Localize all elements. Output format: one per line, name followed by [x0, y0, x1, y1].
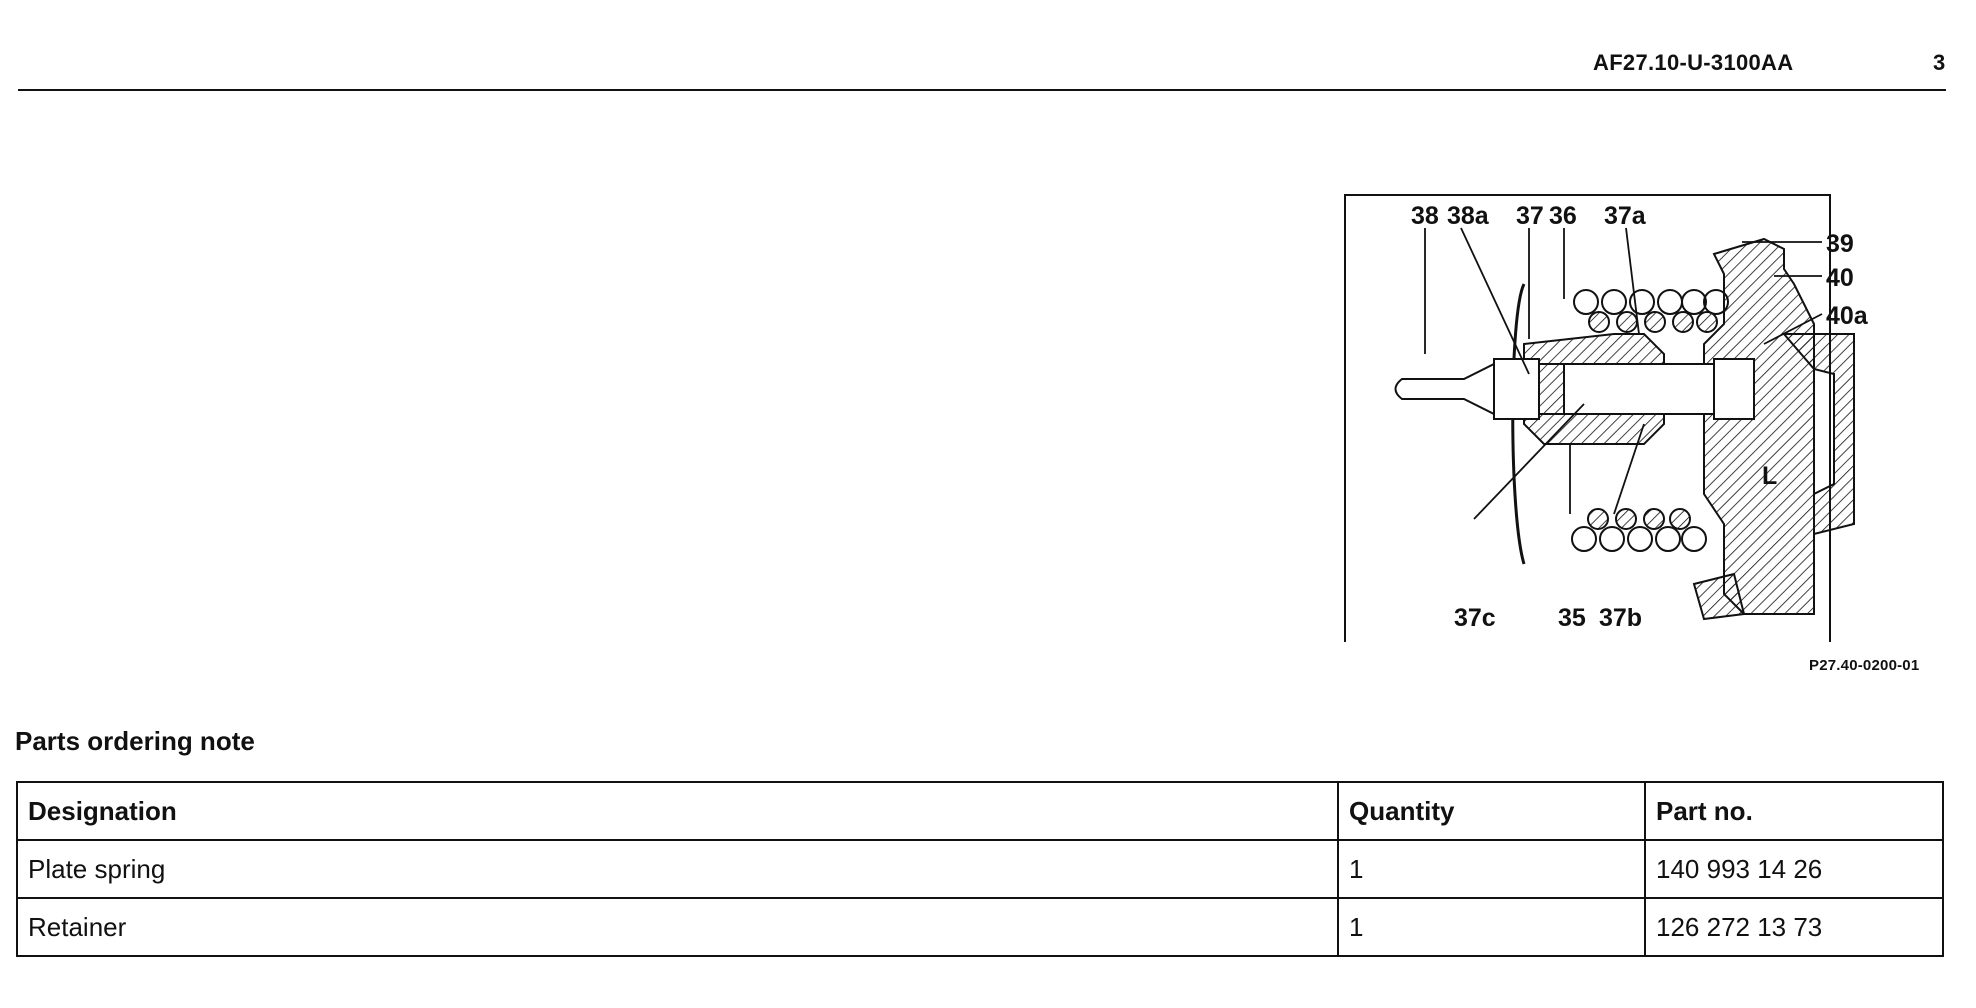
table-header-row: Designation Quantity Part no.: [16, 781, 1944, 841]
header-designation: Designation: [16, 781, 1339, 841]
callout-37: 37: [1516, 202, 1544, 230]
callout-38a: 38a: [1447, 202, 1490, 230]
header-quantity: Quantity: [1337, 781, 1646, 841]
callout-35: 35: [1558, 604, 1586, 632]
housing-bottom: [1692, 572, 1746, 621]
spring-top: [1573, 289, 1729, 315]
callout-L: L: [1762, 462, 1777, 490]
cell-part-no: 126 272 13 73: [1644, 897, 1944, 957]
cell-quantity: 1: [1337, 897, 1646, 957]
cell-designation: Retainer: [16, 897, 1339, 957]
callout-39: 39: [1826, 230, 1854, 258]
housing: [1703, 237, 1815, 615]
table-row: Retainer 1 126 272 13 73: [16, 897, 1944, 957]
cell-part-no: 140 993 14 26: [1644, 839, 1944, 899]
callout-38: 38: [1411, 202, 1439, 230]
piston-rod: [1563, 363, 1715, 415]
technical-drawing: 38 38a 37 36 37a 39 40 40a 37c 35 37b L: [1344, 194, 1932, 644]
callout-40a: 40a: [1826, 302, 1869, 330]
cell-quantity: 1: [1337, 839, 1646, 899]
table-row: Plate spring 1 140 993 14 26: [16, 839, 1944, 899]
callout-36: 36: [1549, 202, 1577, 230]
retainer-ring: [1493, 358, 1540, 420]
end-cap: [1713, 358, 1755, 420]
callout-37a: 37a: [1604, 202, 1647, 230]
callout-37b: 37b: [1599, 604, 1642, 632]
spring-bottom: [1571, 526, 1707, 552]
section-title: Parts ordering note: [15, 726, 255, 756]
leader-lines: [1424, 227, 1823, 520]
header-rule: [18, 89, 1946, 91]
page-number: 3: [1933, 50, 1946, 75]
document-id: AF27.10-U-3100AA: [1593, 50, 1794, 75]
callout-37c: 37c: [1454, 604, 1496, 632]
parts-table: Designation Quantity Part no. Plate spri…: [16, 781, 1944, 957]
header-part-no: Part no.: [1644, 781, 1944, 841]
spring-top-inner: [1588, 311, 1718, 333]
housing-flange: [1781, 333, 1855, 536]
cell-designation: Plate spring: [16, 839, 1339, 899]
figure-code: P27.40-0200-01: [1809, 657, 1920, 674]
spring-bottom-inner: [1587, 508, 1691, 530]
spring-guide: [1511, 283, 1526, 565]
callout-40: 40: [1826, 264, 1854, 292]
